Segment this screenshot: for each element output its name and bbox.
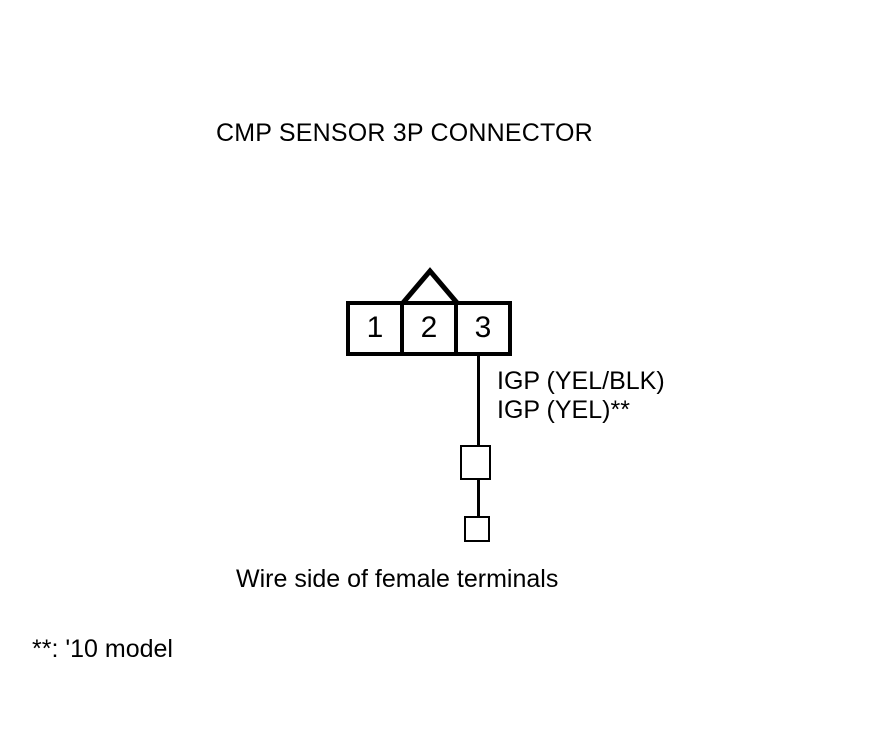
- diagram-footnote: **: '10 model: [32, 635, 173, 663]
- wire-label-line-1: IGP (YEL/BLK): [497, 367, 665, 395]
- wire-from-pin-3: [477, 353, 480, 447]
- diagram-caption: Wire side of female terminals: [236, 565, 559, 593]
- pin-2-number: 2: [420, 310, 438, 344]
- connector-pin-2[interactable]: 2: [400, 305, 454, 352]
- pin-1-number: 1: [366, 310, 384, 344]
- connector-pin-1[interactable]: 1: [350, 305, 400, 352]
- pin-3-number: 3: [474, 310, 492, 344]
- connector-locking-tab-icon: [398, 262, 462, 306]
- wire-label-line-2: IGP (YEL)**: [497, 396, 630, 424]
- cmp-sensor-3p-connector[interactable]: 1 2 3: [346, 301, 512, 356]
- wire-between-terminals: [477, 477, 480, 518]
- wire-label-group: IGP (YEL/BLK) IGP (YEL)**: [497, 367, 665, 425]
- page-title: CMP SENSOR 3P CONNECTOR: [216, 119, 593, 147]
- connector-pin-3[interactable]: 3: [454, 305, 508, 352]
- terminal-upper: [460, 445, 491, 480]
- terminal-lower: [464, 516, 490, 542]
